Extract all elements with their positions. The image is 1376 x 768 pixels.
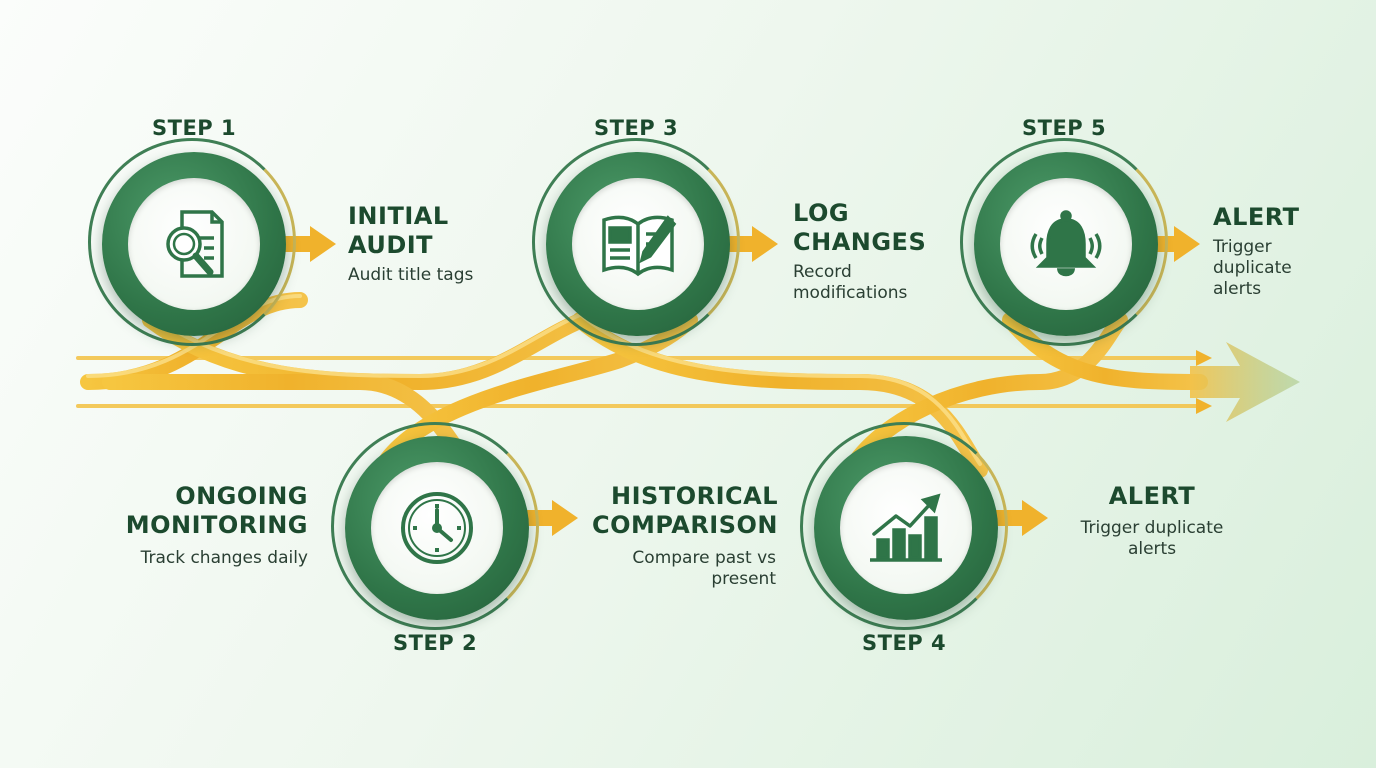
growth-chart-icon (870, 493, 942, 562)
step-5-label: STEP 5 (1022, 116, 1107, 140)
step-5-node (960, 138, 1168, 346)
step-1-label: STEP 1 (152, 116, 237, 140)
bell-icon (1030, 210, 1102, 277)
step-4-node (800, 422, 1008, 630)
book-pencil-icon (602, 215, 677, 277)
clock-icon (401, 492, 473, 564)
step-4-title: ALERT (1108, 482, 1196, 510)
document-magnifier-icon (166, 210, 224, 278)
step-2-node (331, 422, 539, 630)
step-3-node (532, 138, 740, 346)
step-2-desc: Track changes daily (140, 548, 308, 568)
main-arrow-head (1190, 342, 1300, 422)
connector-arrows (272, 226, 1200, 536)
step-1-node (88, 138, 296, 346)
step-2-label: STEP 2 (393, 631, 478, 655)
step-4-label: STEP 4 (862, 631, 947, 655)
step-5-title: ALERT (1213, 203, 1300, 231)
step-3-label: STEP 3 (594, 116, 679, 140)
step-1-desc: Audit title tags (348, 265, 474, 285)
